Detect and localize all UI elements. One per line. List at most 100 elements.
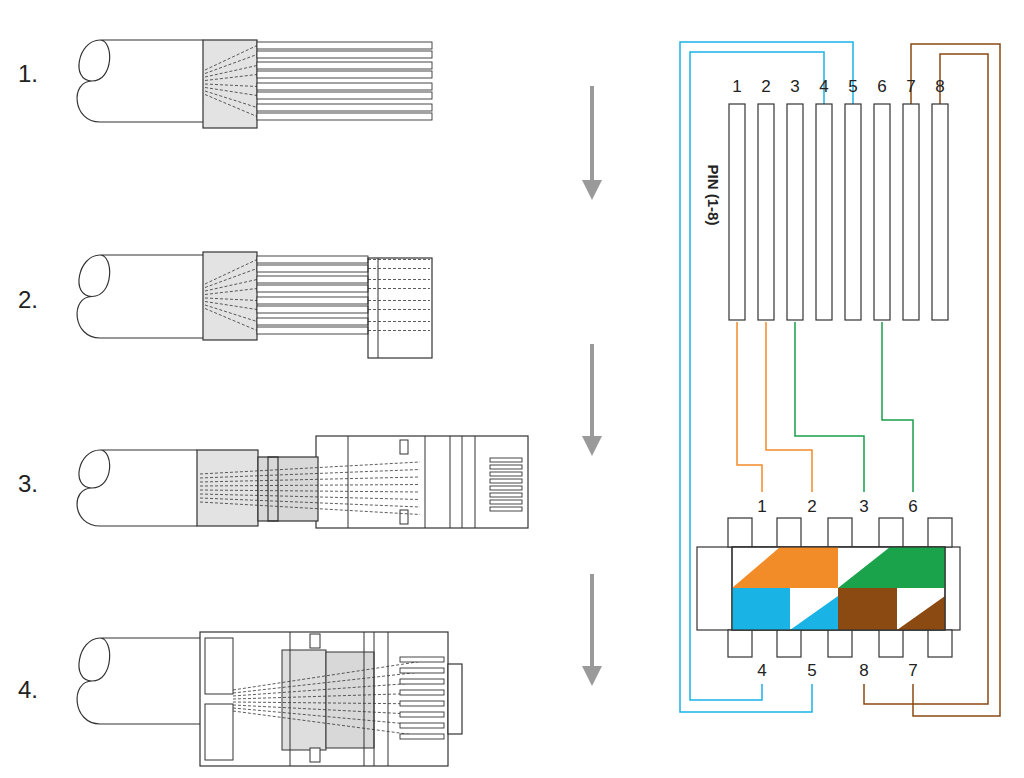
wire — [257, 51, 432, 58]
contact — [400, 712, 444, 717]
wire — [200, 498, 420, 507]
pin-number: 3 — [790, 78, 799, 95]
jacket — [203, 40, 257, 128]
cable — [77, 40, 203, 122]
wire — [257, 327, 368, 334]
wire — [257, 92, 432, 99]
pin-contact — [874, 104, 890, 320]
wire — [368, 268, 430, 269]
contact — [490, 493, 522, 497]
contact — [400, 679, 444, 684]
wire — [257, 306, 368, 313]
pair-wire — [680, 42, 1000, 716]
jack-tooth — [777, 518, 801, 547]
pin-number: 7 — [906, 78, 915, 95]
wire — [205, 91, 257, 108]
step-arrow — [590, 574, 594, 676]
pin-contact — [845, 104, 861, 320]
plug-body — [425, 436, 426, 528]
jack-pin-number: 6 — [908, 498, 917, 515]
cable — [77, 255, 203, 338]
contact — [400, 734, 444, 739]
wire — [200, 502, 420, 515]
wire — [257, 104, 432, 111]
contact — [490, 479, 522, 483]
wire — [257, 265, 368, 272]
jack-tooth — [728, 630, 752, 657]
wire — [200, 477, 420, 482]
jack-pin-number: 4 — [757, 662, 766, 679]
wire — [257, 276, 368, 283]
plug-body — [290, 632, 291, 766]
plug-body — [374, 632, 375, 766]
pin-contact — [758, 104, 774, 320]
plug-body — [200, 632, 448, 766]
keystone-jack — [697, 518, 960, 657]
wire — [205, 309, 257, 331]
pin-contact — [729, 104, 745, 320]
jack-tooth — [728, 518, 752, 547]
wire — [233, 711, 430, 737]
wire — [368, 279, 430, 280]
wire — [257, 62, 432, 69]
jack-tooth — [928, 630, 952, 657]
pin-number: 1 — [732, 78, 741, 95]
pin-contact — [787, 104, 803, 320]
contact — [490, 486, 522, 490]
step-number: 2. — [18, 288, 38, 312]
latch — [310, 634, 320, 648]
contact — [400, 690, 444, 695]
jacket — [197, 450, 258, 526]
pin-number: 4 — [819, 78, 828, 95]
wire — [205, 305, 257, 322]
jack-tooth — [879, 518, 903, 547]
wires — [200, 458, 522, 515]
pin-contact — [903, 104, 919, 320]
contact — [400, 723, 444, 728]
plug-body — [388, 632, 389, 766]
wire — [200, 462, 420, 474]
latch — [400, 440, 408, 454]
jack-pin-number: 5 — [807, 662, 816, 679]
wire — [205, 75, 257, 81]
load-bar — [326, 652, 374, 748]
jack-pin-number: 1 — [757, 498, 766, 515]
jack-tooth — [777, 630, 801, 657]
load-bar — [368, 258, 432, 358]
load-bar — [258, 457, 318, 521]
wire — [200, 490, 420, 492]
wire — [368, 300, 430, 301]
jack-pin-number: 2 — [807, 498, 816, 515]
wire — [205, 66, 257, 78]
contact — [490, 458, 522, 462]
wire — [205, 298, 257, 301]
wire — [200, 485, 420, 487]
step-arrow — [590, 86, 594, 190]
pin-contact — [816, 104, 832, 320]
wire — [368, 321, 430, 322]
contact — [490, 472, 522, 476]
plug-body — [316, 436, 528, 528]
wire — [205, 95, 257, 117]
wire — [200, 470, 420, 479]
load-bar — [378, 258, 379, 358]
jacket — [282, 650, 326, 750]
wire — [200, 494, 420, 500]
wires — [233, 657, 444, 739]
contact — [400, 657, 444, 662]
wire — [205, 55, 257, 74]
step-number: 4. — [18, 678, 38, 702]
latch — [400, 510, 408, 524]
pin-contact — [729, 104, 948, 320]
wire — [205, 280, 257, 292]
wire — [257, 71, 432, 78]
jack-tooth — [828, 518, 852, 547]
wire — [257, 297, 368, 304]
wire — [205, 302, 257, 310]
cable — [77, 450, 197, 526]
plug-body — [348, 436, 349, 528]
cable — [77, 40, 205, 724]
wire — [368, 330, 430, 331]
